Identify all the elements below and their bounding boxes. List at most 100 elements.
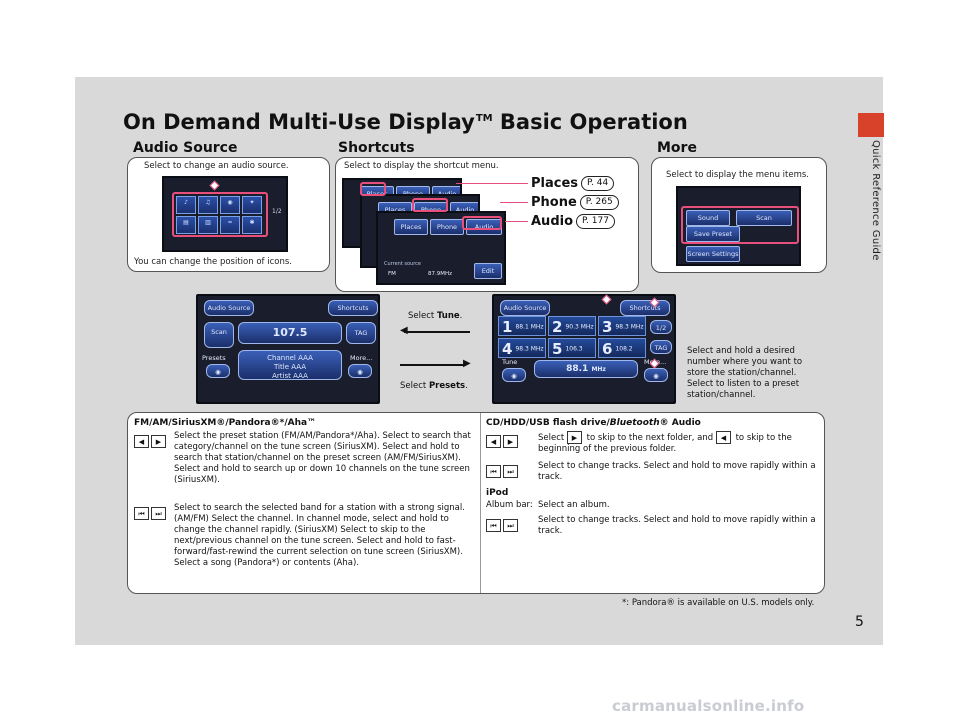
arrow-left-head-icon: ◀ [400,325,408,336]
audio-icon-tile[interactable]: ✦ [242,196,262,214]
cd-arrows-description: Select ▶ to skip to the next folder, and… [538,431,792,454]
audio-leader-line [505,221,528,222]
watermark: carmanualsonline.info [612,697,805,715]
select-presets-caption: Select Presets. [400,381,468,391]
frequency-display: 107.5 [238,322,342,344]
fm-skip-description: Select to search the selected band for a… [174,503,465,568]
album-bar-description: Select an album. [538,500,610,510]
arrow-right-head-icon: ▶ [463,358,471,369]
audio-icon-tile[interactable]: ▤ [176,216,196,234]
screen-settings-item[interactable]: Screen Settings [686,246,740,262]
shortcut-select-caption: Select to display the shortcut menu. [344,161,499,171]
more-button[interactable]: ◉ [348,364,372,378]
shortcuts-card: Select to display the shortcut menu. Pla… [335,157,639,292]
audio-tab[interactable]: Audio [466,219,502,235]
audio-position-caption: You can change the position of icons. [134,257,292,267]
audio-select-caption: Select to change an audio source. [144,161,289,171]
audio-icon-tile[interactable]: ◉ [220,196,240,214]
left-arrow-icon: ◀ [134,435,149,448]
left-arrow-icon: ◀ [715,431,731,444]
side-tab-label: Quick Reference Guide [870,140,881,261]
column-divider [480,413,481,593]
scan-button[interactable]: Scan [204,322,234,348]
select-tune-caption: Select Tune. [408,311,463,321]
scan-item[interactable]: Scan [736,210,792,226]
shortcuts-button[interactable]: Shortcuts [328,300,378,316]
tag-button[interactable]: TAG [346,322,376,344]
skip-back-icon: ⏮ [486,465,501,478]
tune-button[interactable]: ◉ [502,368,526,382]
more-button[interactable]: ◉ [644,368,668,382]
current-fm-freq: 87.9MHz [428,271,453,277]
places-tab[interactable]: Places [394,219,428,235]
arrow-to-tune [404,331,470,333]
skip-forward-icon: ⏭ [503,519,518,532]
more-screen: Sound Scan Save Preset Screen Settings [676,186,801,266]
presets-label: Presets [202,354,226,362]
audio-source-card: Select to change an audio source. ♪ ♫ ◉ … [127,157,330,272]
skip-back-icon: ⏮ [486,519,501,532]
audio-icon-tile[interactable]: ≈ [220,216,240,234]
cd-skip-description: Select to change tracks. Select and hold… [538,461,816,482]
right-arrow-icon: ▶ [566,431,582,444]
current-source-label: Current source [384,261,421,267]
fm-arrows-description: Select the preset station (FM/AM/Pandora… [174,431,471,485]
current-frequency: 88.1 MHz [534,360,638,378]
sound-item[interactable]: Sound [686,210,730,226]
more-menu-highlight [681,206,799,244]
right-arrow-icon: ▶ [151,435,166,448]
audio-icon-tile[interactable]: ▥ [198,216,218,234]
more-label: More... [350,354,373,362]
section-more: More [657,140,697,156]
preset-hold-note: Select and hold a desired number where y… [687,346,803,400]
phone-tab[interactable]: Phone [430,219,464,235]
save-preset-item[interactable]: Save Preset [686,226,740,242]
page-indicator: 1/2 [650,320,672,334]
fm-heading: FM/AM/SiriusXM®/Pandora®*/Aha™ [134,418,317,428]
phone-leader-line [500,202,528,203]
skip-forward-icon: ⏭ [151,507,166,520]
audio-source-button[interactable]: Audio Source [204,300,254,316]
skip-back-icon: ⏮ [134,507,149,520]
audio-icon-tile[interactable]: ♫ [198,196,218,214]
shortcuts-button[interactable]: Shortcuts [620,300,670,316]
presets-button[interactable]: ◉ [206,364,230,378]
skip-keys: ⏮⏭ [134,503,168,522]
edit-button[interactable]: Edit [474,263,502,279]
cd-heading: CD/HDD/USB flash drive/Bluetooth® Audio [486,418,701,428]
page-title: On Demand Multi-Use DisplayTM Basic Oper… [123,110,688,134]
cd-arrow-keys: ◀▶ [486,431,520,450]
ipod-heading: iPod [486,488,509,498]
ipod-skip-keys: ⏮⏭ [486,515,520,534]
audio-page-indicator: 1/2 [272,208,282,215]
cd-skip-keys: ⏮⏭ [486,461,520,480]
channel-info: Channel AAA Title AAA Artist AAA [238,350,342,380]
audio-icons-highlight [172,192,268,237]
audio-source-button[interactable]: Audio Source [500,300,550,316]
arrow-keys: ◀▶ [134,431,168,450]
skip-forward-icon: ⏭ [503,465,518,478]
ipod-skip-description: Select to change tracks. Select and hold… [538,515,816,536]
side-tab-marker [858,113,884,137]
phone-tab-highlight [412,198,448,212]
places-tab-highlight [360,182,386,196]
left-arrow-icon: ◀ [486,435,501,448]
description-card: FM/AM/SiriusXM®/Pandora®*/Aha™ ◀▶ Select… [127,412,825,594]
tune-label: Tune [502,358,518,366]
audio-icon-tile[interactable]: ♪ [176,196,196,214]
audio-tab-highlight [462,216,502,230]
section-audio-source: Audio Source [133,140,238,156]
tune-screen: Audio Source Shortcuts Scan 107.5 TAG Pr… [196,294,380,404]
audio-icon-tile[interactable]: ✱ [242,216,262,234]
tag-button[interactable]: TAG [650,340,672,354]
